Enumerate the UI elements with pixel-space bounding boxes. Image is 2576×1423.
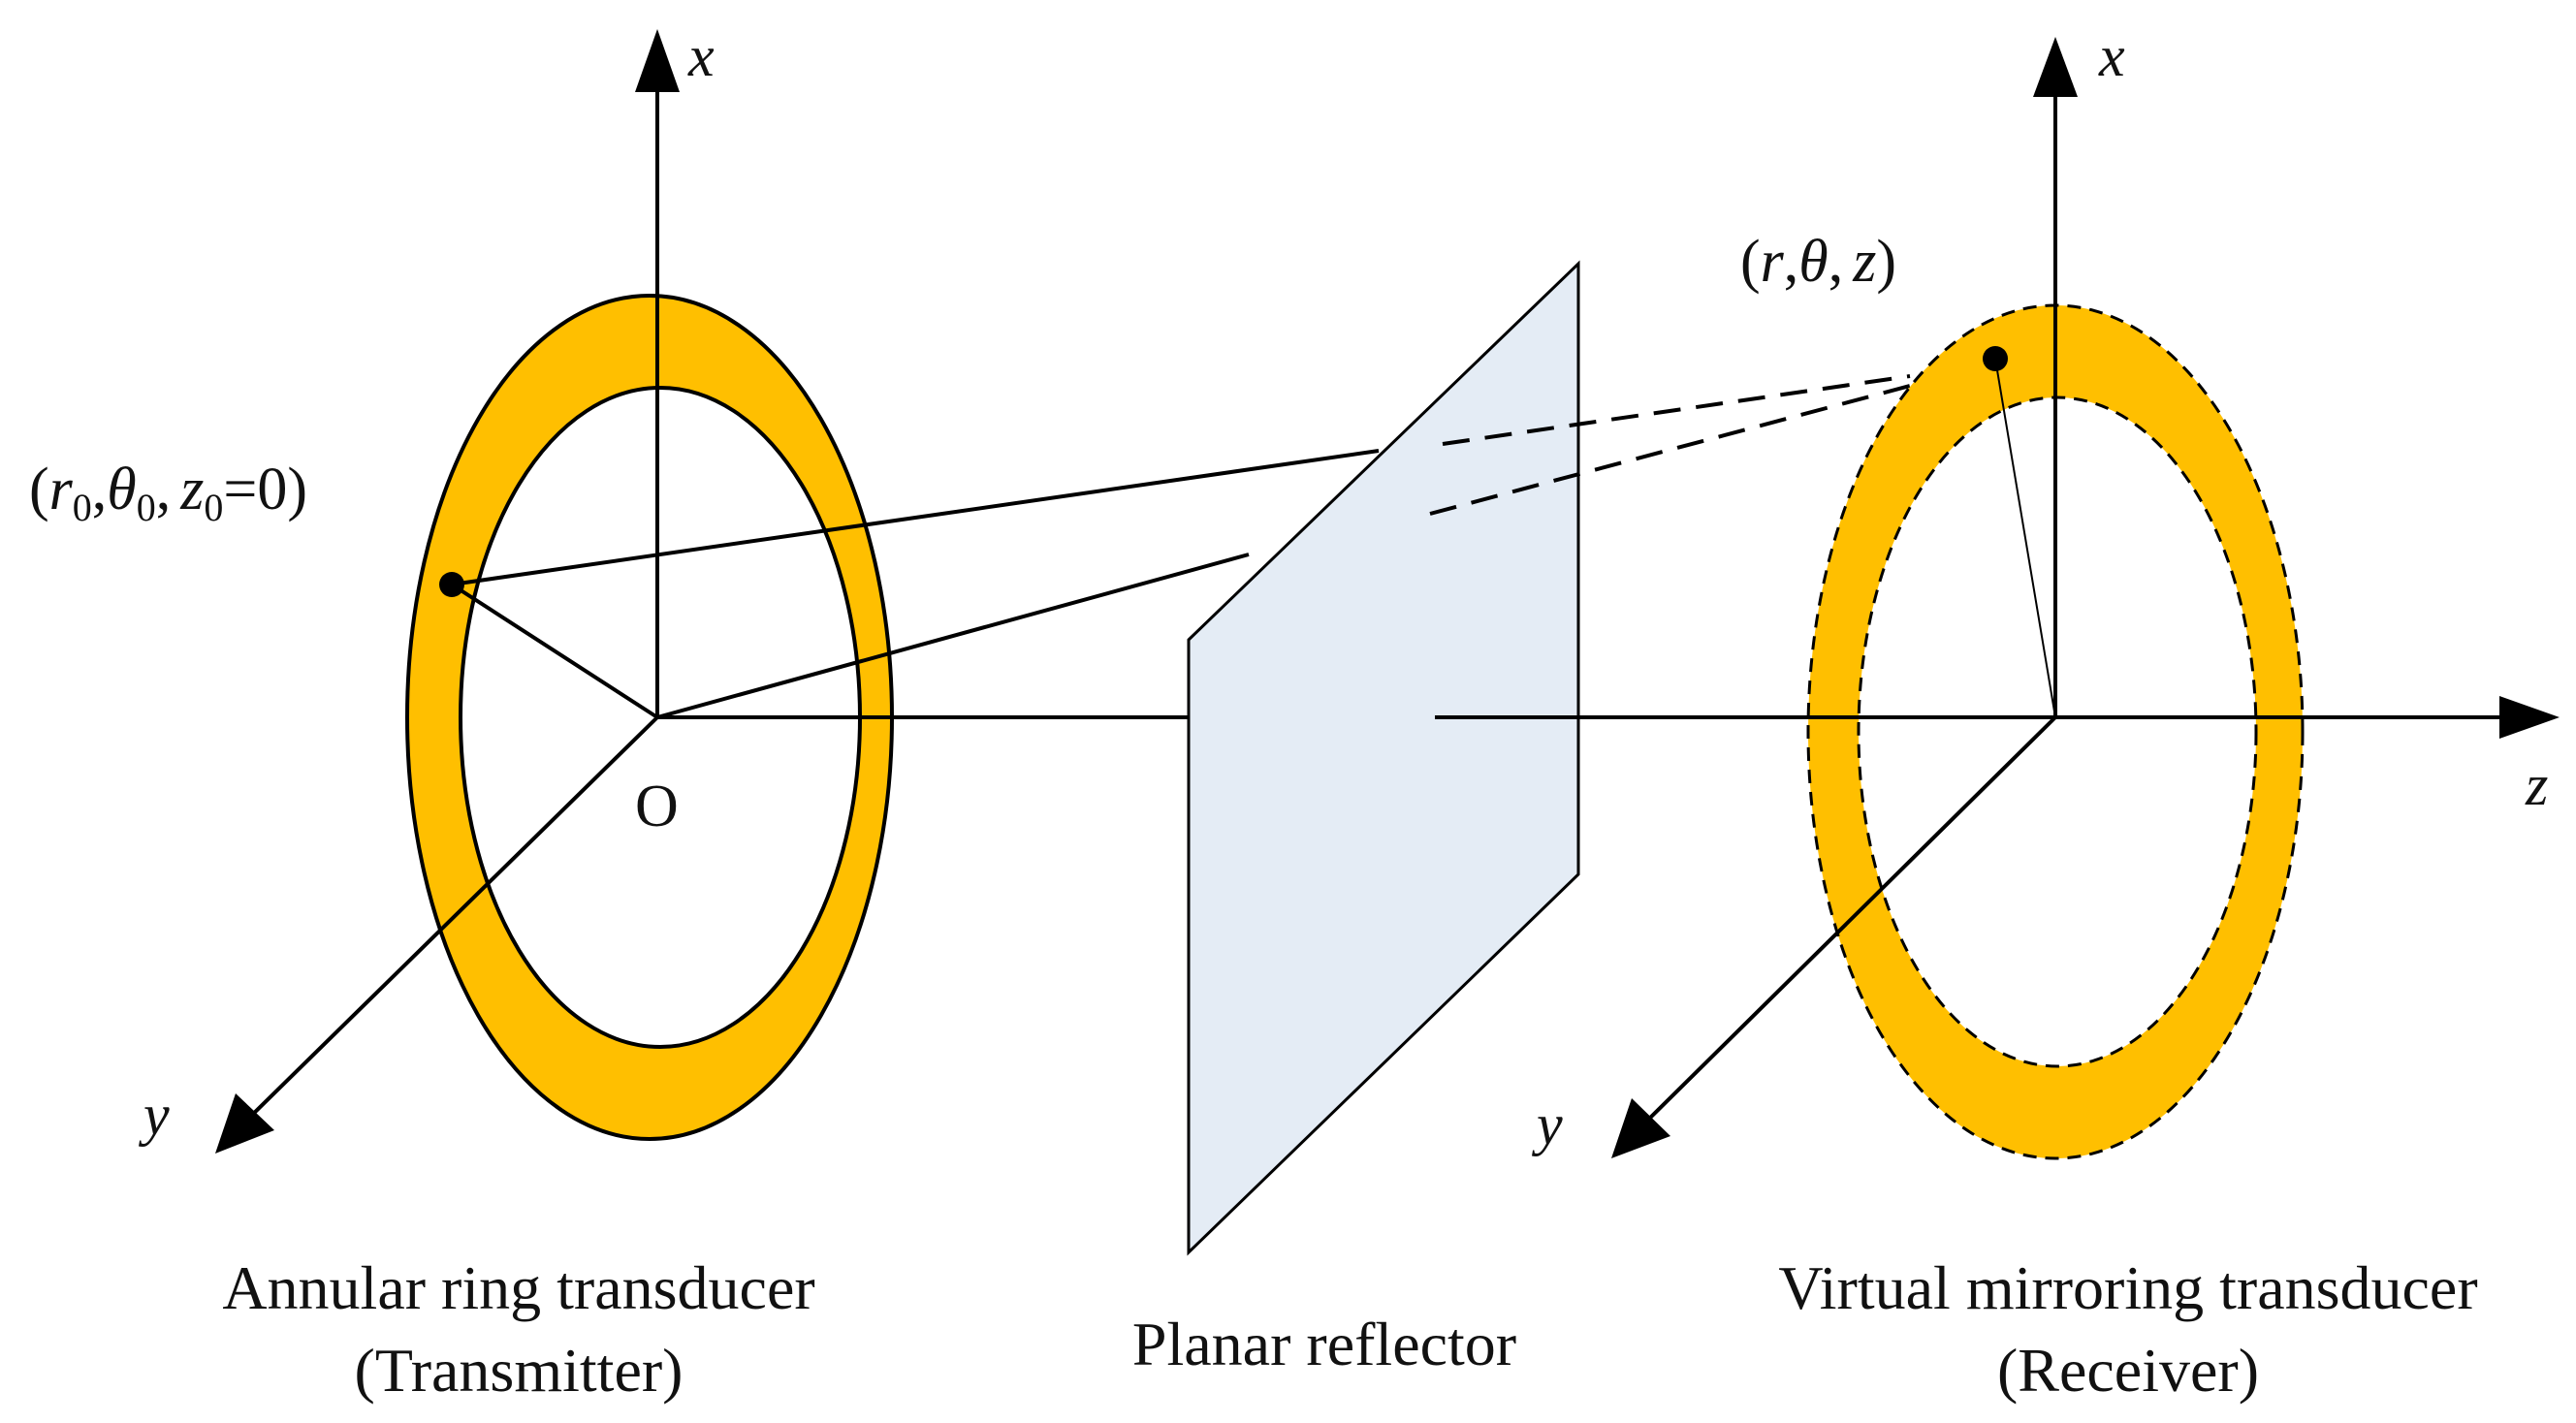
- right-x-axis-arrowhead: [2033, 37, 2078, 97]
- field-point: [1983, 346, 2008, 371]
- reflector-caption: Planar reflector: [1132, 1310, 1516, 1378]
- ray-upper: [451, 449, 1380, 586]
- planar-reflector-group: Planar reflector: [1132, 260, 1911, 1378]
- right-coordinate-system: x y z (r,θ,z) Virtual mirroring transduc…: [1435, 24, 2560, 1405]
- ray-lower: [656, 553, 1250, 719]
- source-point-label: (r0,θ0,z0=0): [29, 457, 307, 529]
- transmitter-caption-line1: Annular ring transducer: [222, 1253, 814, 1322]
- z-axis-arrowhead: [2499, 696, 2560, 739]
- receiver-caption-line1: Virtual mirroring transducer: [1778, 1253, 2477, 1322]
- field-radius-line: [1994, 358, 2056, 718]
- left-x-axis-arrowhead: [635, 29, 680, 92]
- source-point: [439, 572, 464, 597]
- planar-reflector: [1187, 260, 1580, 1256]
- right-y-axis: [1637, 715, 2057, 1131]
- left-y-axis-arrowhead: [215, 1093, 274, 1154]
- source-radius-line: [450, 583, 659, 719]
- right-y-axis-arrowhead: [1611, 1098, 1670, 1158]
- transmitter-caption-line2: (Transmitter): [355, 1336, 684, 1405]
- reflected-ray-upper: [1442, 374, 1911, 446]
- right-y-axis-label: y: [1531, 1092, 1563, 1156]
- left-coordinate-system: x y O (r0,θ0,z0=0) Annular ring transduc…: [29, 24, 1380, 1405]
- z-axis-label: z: [2525, 753, 2548, 817]
- left-x-axis-label: x: [687, 24, 715, 88]
- receiver-caption-line2: (Receiver): [1997, 1336, 2259, 1405]
- right-x-axis-label: x: [2098, 24, 2125, 88]
- left-y-axis: [240, 715, 659, 1126]
- left-y-axis-label: y: [138, 1083, 170, 1147]
- origin-label: O: [635, 774, 679, 839]
- field-point-label: (r,θ,z): [1740, 229, 1896, 295]
